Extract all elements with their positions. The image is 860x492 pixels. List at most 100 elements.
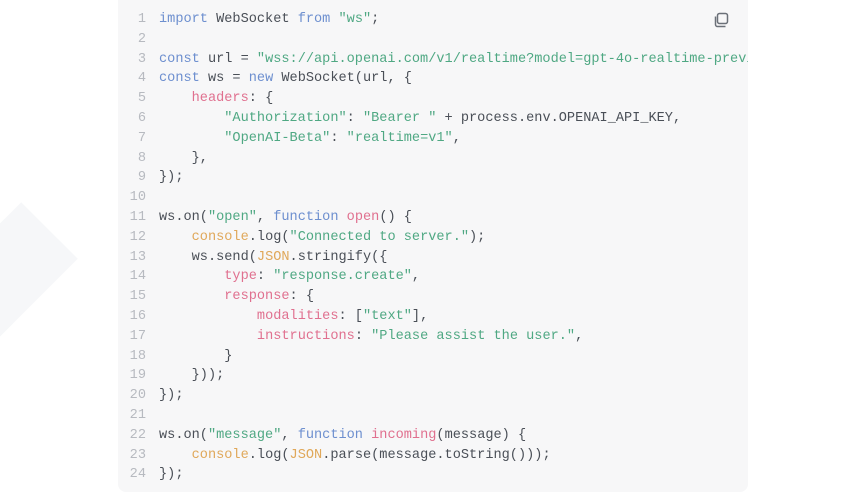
code-token: "OpenAI-Beta" — [224, 130, 331, 146]
code-line: 13 ws.send(JSON.stringify({ — [118, 248, 748, 268]
code-line: 9}); — [118, 168, 748, 188]
line-number: 20 — [129, 388, 146, 404]
code-token: "realtime=v1" — [346, 130, 453, 146]
line-number: 22 — [129, 427, 146, 443]
code-token: "open" — [207, 209, 257, 225]
copy-icon — [714, 12, 729, 28]
code-token: : { — [248, 91, 274, 107]
code-token: }, — [159, 150, 208, 166]
code-token: from — [297, 12, 331, 27]
code-line: 17 instructions: "Please assist the user… — [118, 327, 748, 347]
line-number: 24 — [129, 467, 146, 483]
code-token: , — [281, 427, 298, 443]
code-token: + process.env.OPENAI_API_KEY, — [436, 110, 682, 126]
code-token: }); — [159, 388, 184, 404]
code-line: 7 "OpenAI-Beta": "realtime=v1", — [118, 129, 748, 149]
line-number: 4 — [137, 71, 146, 87]
code-line: 14 type: "response.create", — [118, 267, 748, 287]
code-token — [159, 111, 224, 126]
code-token: import — [159, 12, 208, 27]
line-number: 2 — [137, 31, 146, 47]
line-number: 6 — [137, 110, 146, 126]
code-token: "wss://api.openai.com/v1/realtime?model=… — [256, 51, 748, 67]
code-token: } — [159, 348, 233, 364]
line-number: 9 — [137, 170, 146, 186]
code-token: function — [297, 427, 363, 443]
code-line: 6 "Authorization": "Bearer " + process.e… — [118, 109, 748, 129]
code-line: 21 — [118, 406, 748, 426]
code-token: "Bearer " — [362, 110, 437, 126]
code-line: 2 — [118, 30, 748, 50]
code-token: : — [354, 328, 372, 344]
code-token: console — [191, 447, 249, 463]
code-line: 19 })); — [118, 366, 748, 386]
line-number: 11 — [129, 209, 146, 225]
code-token: ); — [469, 229, 486, 245]
line-number: 17 — [129, 328, 146, 344]
code-token: .log( — [248, 229, 290, 245]
code-token — [159, 329, 257, 344]
code-token: : [ — [338, 308, 363, 324]
code-token: new — [248, 71, 274, 87]
code-token: "Connected to server." — [289, 229, 470, 245]
code-token: , — [575, 328, 584, 344]
code-token: .parse(message.toString())); — [322, 447, 551, 463]
code-token: }); — [159, 170, 184, 186]
code-token: , — [256, 209, 274, 225]
code-token — [363, 428, 371, 443]
code-line: 12 console.log("Connected to server."); — [118, 228, 748, 248]
code-token: modalities — [256, 308, 339, 324]
code-token — [159, 131, 224, 146]
code-token: , — [411, 269, 421, 285]
code-line: 23 console.log(JSON.parse(message.toStri… — [118, 446, 748, 466]
line-number: 16 — [129, 308, 146, 324]
code-token: : — [346, 110, 363, 126]
line-number: 5 — [137, 91, 146, 107]
code-token: ws.on( — [159, 209, 208, 225]
code-token: WebSocket — [207, 12, 298, 27]
code-token — [159, 269, 224, 284]
code-token: .stringify({ — [289, 249, 388, 265]
code-token: "message" — [207, 427, 282, 443]
code-token: headers — [191, 91, 249, 107]
copy-button[interactable] — [712, 11, 730, 29]
code-token: ; — [371, 12, 380, 27]
code-token — [159, 91, 192, 106]
code-token: response — [224, 289, 290, 305]
code-token: WebSocket(url, { — [273, 71, 412, 87]
code-line: 24}); — [118, 465, 748, 485]
line-number: 21 — [129, 407, 146, 423]
code-line: 16 modalities: ["text"], — [118, 307, 748, 327]
code-token — [330, 12, 338, 27]
line-number: 7 — [137, 130, 146, 146]
code-token: : { — [289, 289, 315, 305]
code-token: })); — [159, 368, 225, 384]
line-number: 23 — [129, 447, 146, 463]
line-number: 1 — [137, 12, 146, 27]
code-token: type — [224, 269, 257, 285]
code-token: () { — [379, 209, 412, 225]
line-number: 10 — [129, 190, 146, 206]
code-token: ws.on( — [159, 427, 208, 443]
code-line: 15 response: { — [118, 287, 748, 307]
code-token: "response.create" — [273, 269, 412, 285]
code-line: 18 } — [118, 347, 748, 367]
line-number: 19 — [129, 368, 146, 384]
code-token: "Please assist the user." — [371, 328, 576, 344]
code-token — [159, 448, 192, 463]
line-number: 3 — [137, 51, 146, 67]
code-token: .log( — [248, 447, 290, 463]
code-token: }); — [159, 467, 184, 483]
code-line: 5 headers: { — [118, 89, 748, 109]
code-token: "Authorization" — [224, 110, 347, 126]
code-token: ws.send( — [159, 249, 257, 265]
line-number: 12 — [129, 229, 146, 245]
code-token: JSON — [256, 249, 290, 265]
code-token — [339, 210, 347, 225]
